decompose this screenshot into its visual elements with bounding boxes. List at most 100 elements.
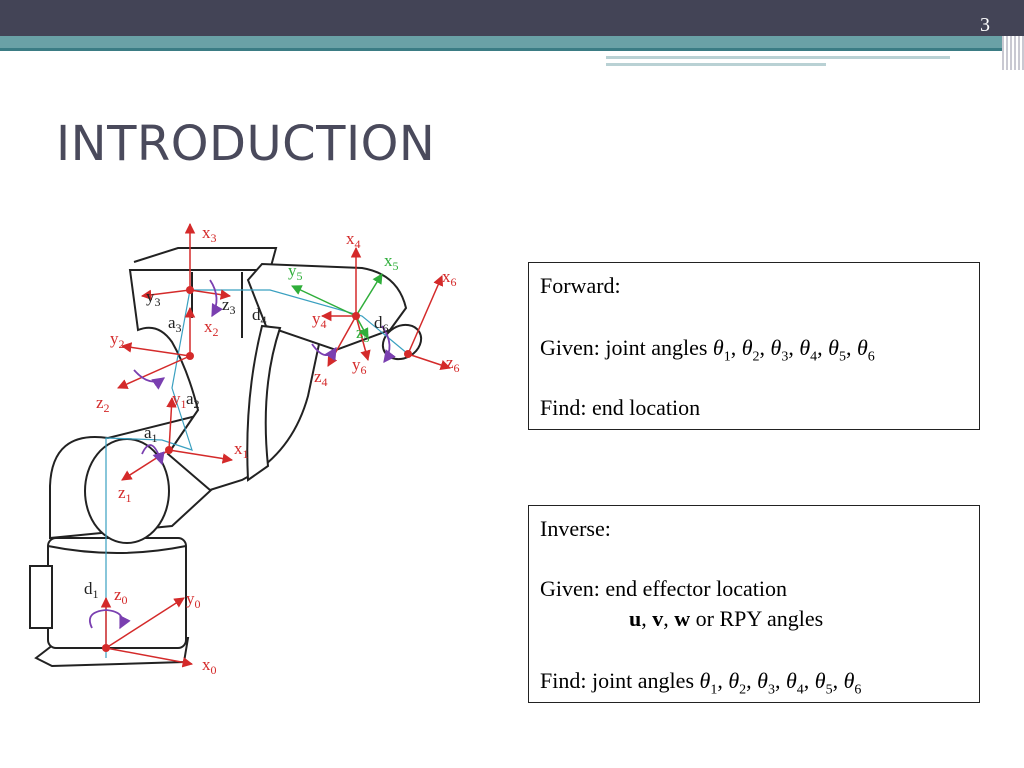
label-x0: x [202, 655, 211, 674]
forward-find: Find: end location [540, 395, 701, 420]
svg-text:x0: x0 [202, 655, 217, 677]
label-x5-sub: 5 [393, 259, 399, 273]
label-x4-sub: 4 [355, 237, 361, 251]
label-z4-sub: 4 [322, 375, 328, 389]
label-y4: y [312, 309, 321, 328]
robot-arm-figure: x3 y3 z3 a3 x2 y2 z2 y1 a2 a1 x1 z1 d1 z… [22, 218, 472, 688]
svg-text:z0: z0 [114, 585, 128, 607]
svg-text:y6: y6 [352, 355, 367, 377]
label-y0-sub: 0 [195, 597, 201, 611]
label-z6: z [446, 353, 454, 372]
svg-text:z2: z2 [96, 393, 110, 415]
svg-text:y3: y3 [146, 287, 161, 309]
label-z1-sub: 1 [126, 491, 132, 505]
svg-text:y1: y1 [172, 389, 187, 411]
label-y0: y [186, 589, 195, 608]
svg-text:d1: d1 [84, 579, 99, 601]
svg-text:z4: z4 [314, 367, 328, 389]
label-y6-sub: 6 [361, 363, 367, 377]
forward-kinematics-box: Forward: Given: joint angles θ1, θ2, θ3,… [528, 262, 980, 430]
robot-arm-diagram: x3 y3 z3 a3 x2 y2 z2 y1 a2 a1 x1 z1 d1 z… [29, 222, 460, 677]
label-d6: d [374, 313, 383, 332]
slide-number: 3 [980, 14, 990, 36]
inverse-kinematics-box: Inverse: Given: end effector location u,… [528, 505, 980, 703]
svg-text:d4: d4 [252, 305, 267, 327]
label-x2-sub: 2 [213, 325, 219, 339]
svg-text:a3: a3 [168, 313, 182, 335]
label-z2-sub: 2 [104, 401, 110, 415]
label-y1: y [172, 389, 181, 408]
svg-text:d6: d6 [374, 313, 389, 335]
label-z0: z [114, 585, 122, 604]
svg-text:x5: x5 [384, 251, 399, 273]
svg-text:y5: y5 [288, 261, 303, 283]
kinematic-link-line [105, 289, 409, 658]
label-d1: d [84, 579, 93, 598]
label-y1-sub: 1 [181, 397, 187, 411]
label-x0-sub: 0 [211, 663, 217, 677]
label-a2-sub: 2 [194, 397, 200, 411]
label-d4: d [252, 305, 261, 324]
label-z1: z [118, 483, 126, 502]
inverse-heading: Inverse: [540, 516, 611, 541]
svg-text:a1: a1 [144, 423, 158, 445]
inverse-find-label: Find: joint angles [540, 668, 694, 693]
svg-text:y4: y4 [312, 309, 327, 331]
label-z2: z [96, 393, 104, 412]
label-x3-sub: 3 [211, 231, 217, 245]
forward-given-label: Given: joint angles [540, 335, 708, 360]
rotation-arrows [88, 279, 396, 630]
inverse-given: Given: end effector location [540, 576, 787, 601]
svg-text:z3: z3 [222, 295, 236, 317]
decor-line-long [606, 56, 950, 59]
label-x1: x [234, 439, 243, 458]
frame5-axes [291, 273, 383, 339]
label-y6: y [352, 355, 361, 374]
svg-text:z5: z5 [356, 323, 370, 345]
svg-text:x4: x4 [346, 229, 361, 251]
label-x6: x [442, 267, 451, 286]
svg-text:y0: y0 [186, 589, 201, 611]
label-z5-sub: 5 [364, 331, 370, 345]
svg-text:x3: x3 [202, 223, 217, 245]
label-z6-sub: 6 [454, 361, 460, 375]
label-z5: z [356, 323, 364, 342]
label-d4-sub: 4 [261, 313, 267, 327]
label-z4: z [314, 367, 322, 386]
header-accent-band [0, 36, 1024, 48]
decor-stripes [1002, 36, 1024, 70]
label-z3: z [222, 295, 230, 314]
svg-text:z1: z1 [118, 483, 132, 505]
forward-heading: Forward: [540, 273, 621, 298]
label-y5: y [288, 261, 297, 280]
inverse-uvw: u, v, w or RPY angles [629, 606, 824, 631]
label-x2: x [204, 317, 213, 336]
label-z0-sub: 0 [122, 593, 128, 607]
label-y2-sub: 2 [119, 337, 125, 351]
label-d1-sub: 1 [93, 587, 99, 601]
svg-text:x2: x2 [204, 317, 219, 339]
slide-title: INTRODUCTION [56, 116, 436, 172]
label-d6-sub: 6 [383, 321, 389, 335]
label-a3-sub: 3 [176, 321, 182, 335]
label-a2: a [186, 389, 194, 408]
joint-origins [102, 286, 412, 652]
header-accent-line [0, 48, 1024, 51]
label-a3: a [168, 313, 176, 332]
label-x3: x [202, 223, 211, 242]
label-x6-sub: 6 [451, 275, 457, 289]
label-y3: y [146, 287, 155, 306]
decor-line-short [606, 63, 826, 66]
inverse-or-rpy: or RPY angles [695, 606, 824, 631]
svg-text:z6: z6 [446, 353, 460, 375]
label-y2: y [110, 329, 119, 348]
label-a1-sub: 1 [152, 431, 158, 445]
header-bar [0, 0, 1024, 36]
label-x5: x [384, 251, 393, 270]
label-a1: a [144, 423, 152, 442]
robot-forearm [246, 262, 423, 482]
svg-text:x1: x1 [234, 439, 249, 461]
label-x4: x [346, 229, 355, 248]
axis-labels: x3 y3 z3 a3 x2 y2 z2 y1 a2 a1 x1 z1 d1 z… [84, 223, 460, 677]
label-x1-sub: 1 [243, 447, 249, 461]
